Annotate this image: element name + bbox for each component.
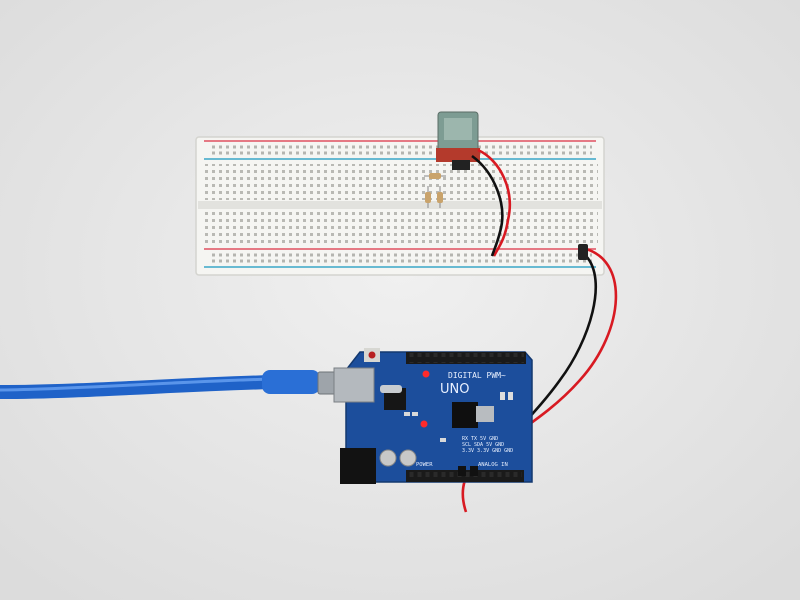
- microcontroller-chip: [452, 402, 478, 428]
- capacitor-1: [379, 449, 397, 467]
- usb-chip: [384, 388, 406, 410]
- crystal: [476, 406, 494, 422]
- top-rail-holes: [208, 144, 592, 156]
- module-pins: [452, 160, 470, 170]
- jumper-end-red: [458, 466, 466, 476]
- wire-plug: [578, 244, 588, 260]
- board-power-label: POWER: [416, 462, 433, 468]
- power-jack: [340, 448, 376, 484]
- oscillator: [380, 385, 402, 393]
- led-l: [422, 370, 430, 378]
- board-pins-row2: SCL SDA 5V GND: [462, 442, 504, 448]
- module-connector: [436, 148, 480, 162]
- lower-terminal-holes: [202, 210, 598, 246]
- board-digital-label: DIGITAL PWM~: [448, 371, 506, 380]
- capacitor-2: [399, 449, 417, 467]
- board-pins-row1: RX TX 5V GND: [462, 436, 498, 442]
- board-model-label: UNO: [440, 382, 469, 397]
- board-pins-row3: 3.3V 3.3V GND GND: [462, 448, 513, 454]
- led-power: [420, 420, 428, 428]
- usb-plug-boot: [262, 370, 320, 394]
- jumper-end-black: [470, 466, 478, 476]
- breadboard: [195, 136, 605, 276]
- center-channel: [198, 201, 602, 209]
- arduino-board: DIGITAL PWM~ UNO RX TX 5V GND SCL SDA 5V…: [333, 348, 533, 484]
- usb-jack: [333, 367, 375, 403]
- wire-red-module: [477, 148, 511, 257]
- resistor-1: [429, 173, 441, 179]
- resistors: [424, 173, 446, 208]
- bottom-rail-holes: [208, 252, 592, 264]
- upper-terminal-holes: [202, 164, 598, 200]
- resistor-2: [425, 192, 431, 203]
- resistor-3: [437, 192, 443, 203]
- wire-black-module: [471, 154, 504, 257]
- board-analog-label: ANALOG IN: [478, 462, 508, 468]
- bluetooth-module: [436, 111, 480, 170]
